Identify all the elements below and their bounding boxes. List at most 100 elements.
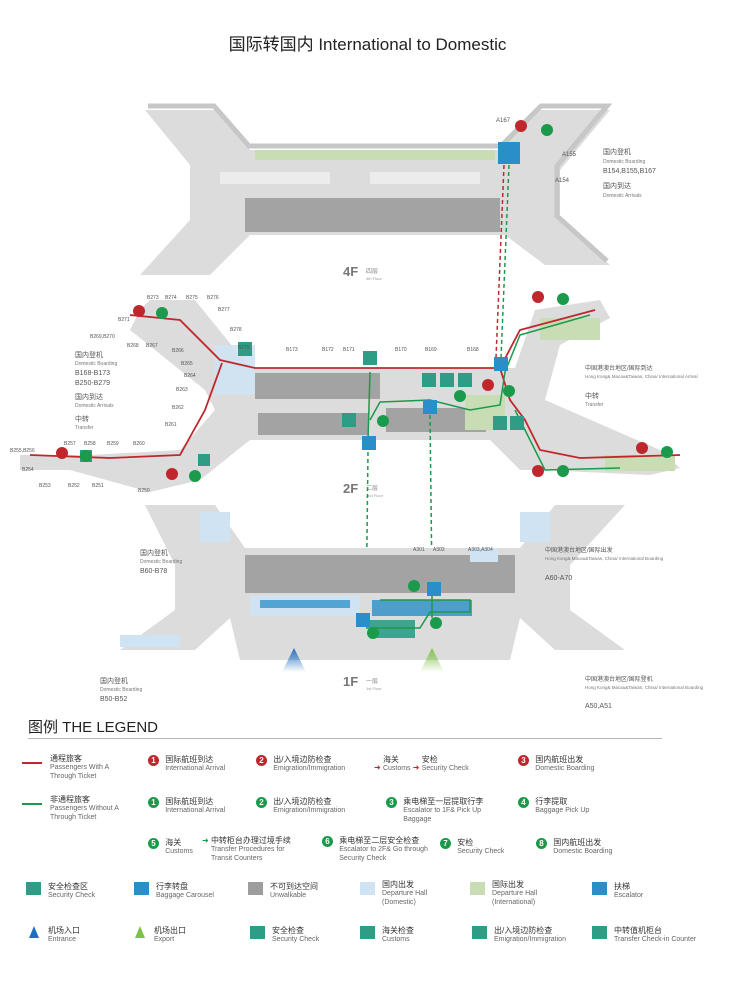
legend-green-line: 非通程旅客 Passengers Without A Through Ticke… [50, 795, 119, 821]
step-3-red-icon [166, 468, 178, 480]
gate-label: B269,B270 [90, 334, 115, 340]
gate-label: B279 [238, 345, 250, 351]
floor-label-en: 2nd Floor [366, 493, 384, 498]
step-8-green-icon [189, 470, 201, 482]
gate-label: B170 [395, 347, 407, 353]
area-label-en: Transfer [585, 402, 604, 408]
gate-label: B168 [467, 347, 479, 353]
area-label-en: Domestic Boarding [75, 361, 117, 367]
area-gates: A60-A70 [545, 575, 572, 582]
step-3-red-icon [133, 305, 145, 317]
arrow-right-icon: ➜ [202, 836, 209, 845]
area-label: 国内登机 [100, 676, 128, 685]
area-label-en: Domestic Arrivals [75, 403, 114, 409]
gate-label: B275 [186, 295, 198, 301]
gate-label: B258 [84, 441, 96, 447]
gate-label: B277 [218, 307, 230, 313]
gate-label: B278 [230, 327, 242, 333]
escalator-icon [592, 882, 607, 895]
area-gates: B168-B173 [75, 370, 110, 377]
gate-label: B271 [118, 317, 130, 323]
step-8-green-icon [156, 307, 168, 319]
step-1-green-icon [661, 446, 673, 458]
gate-label: B171 [343, 347, 355, 353]
security-area-swatch [26, 882, 41, 895]
floor-4f: A167 A155 A154 国内登机 Domestic Boarding B1… [140, 103, 656, 281]
gate-label: B251 [92, 483, 104, 489]
step-2-red-icon: 2 [256, 755, 267, 766]
step-1-green-icon [557, 293, 569, 305]
step-3-red-icon: 3 [518, 755, 529, 766]
gate-label: B257 [64, 441, 76, 447]
gate-label: A303,A304 [468, 547, 493, 553]
gate-label: B266 [172, 348, 184, 354]
step-1-red-icon: 1 [148, 755, 159, 766]
area-label: 国内登机 [140, 548, 168, 557]
area-label-en: Domestic Boarding [603, 159, 645, 165]
step-1-red-icon [532, 291, 544, 303]
gate-label: B264 [184, 373, 196, 379]
area-label: 中转 [75, 414, 89, 423]
gate-label: B255,B256 [10, 448, 35, 454]
area-gates: B154,B155,B167 [603, 168, 656, 175]
step-3-green-icon: 3 [386, 797, 397, 808]
floor-1f: A301 A302 A303,A304 国内登机 Domestic Boardi… [100, 505, 704, 710]
unwalkable-swatch [248, 882, 263, 895]
area-label-en: Hong Kong& Macau&Taiwan, China/ Internat… [545, 556, 664, 561]
area-gates: B250-B279 [75, 380, 110, 387]
gate-label: B252 [68, 483, 80, 489]
legend-red-line: 通程旅客 Passengers With A Through Ticket [50, 754, 109, 780]
step-5-green-icon: 5 [148, 838, 159, 849]
gate-label: B254 [22, 467, 34, 473]
security-check-icon [250, 926, 265, 939]
gate-label: B265 [181, 361, 193, 367]
area-label: 中转 [585, 391, 599, 400]
area-label: 国内到达 [75, 392, 103, 401]
area-gates: A50,A51 [585, 703, 612, 710]
gate-label: B273 [147, 295, 159, 301]
gate-label: B169 [425, 347, 437, 353]
area-label-en: Hong Kong& Macau&Taiwan, China/ Internat… [585, 374, 698, 379]
gate-label: B276 [207, 295, 219, 301]
step-1-green-icon [557, 465, 569, 477]
step-3-red-icon [56, 447, 68, 459]
exit-arrow [420, 648, 444, 672]
gate-label: B259 [107, 441, 119, 447]
floor-label: 4F [343, 264, 358, 279]
arrow-right-icon: ➜ [374, 763, 381, 772]
area-label-en: Hong Kong& Macau&Taiwan, China/ Internat… [585, 685, 704, 690]
legend-title: 图例 THE LEGEND [28, 719, 159, 736]
step-1-red-icon [532, 465, 544, 477]
step-3-red-icon [515, 120, 527, 132]
gate-label: B267 [146, 343, 158, 349]
gate-label: B253 [39, 483, 51, 489]
step-8-green-icon: 8 [536, 838, 547, 849]
gate-label: B262 [172, 405, 184, 411]
exit-icon [135, 926, 145, 938]
customs-icon [360, 926, 375, 939]
gate-label: B274 [165, 295, 177, 301]
page-title: 国际转国内 International to Domestic [228, 35, 507, 54]
floor-label: 2F [343, 481, 358, 496]
baggage-carousel-swatch [134, 882, 149, 895]
gate-label: A301 [413, 547, 425, 553]
step-7-green-icon: 7 [440, 838, 451, 849]
gate-label: B261 [165, 422, 177, 428]
gate-label: B268 [127, 343, 139, 349]
entrance-icon [29, 926, 39, 938]
area-label: 中国港澳台地区/国际登机 [585, 675, 653, 683]
floor-label-en: 4th Floor [366, 276, 382, 281]
